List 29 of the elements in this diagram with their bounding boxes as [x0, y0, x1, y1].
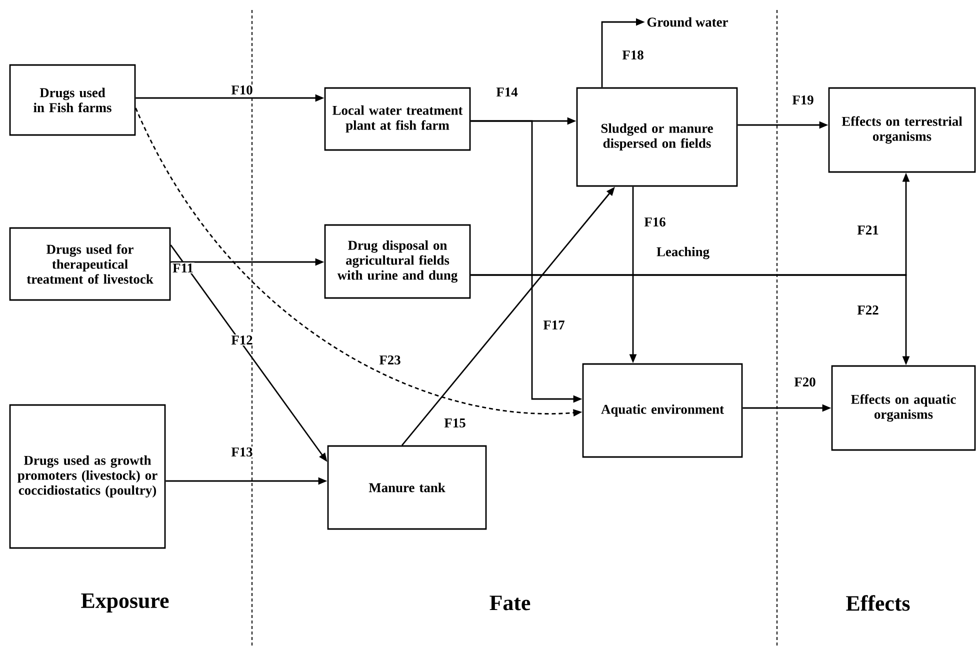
section-label: Leaching	[656, 246, 710, 260]
section-label: Fate	[490, 596, 530, 610]
edge-label: F16	[643, 216, 667, 228]
edge-label: F21	[856, 224, 880, 236]
process-box: Drugs used for therapeutical treatment of livestock	[9, 227, 171, 301]
edge-label: F11	[172, 262, 194, 274]
edge-label: F19	[791, 94, 815, 106]
edge-label: F18	[621, 49, 645, 61]
section-label: Exposure	[81, 593, 169, 612]
edge-label: F14	[495, 86, 519, 98]
process-box: Drugs used as growth promoters (livestock) or coccidiostatics (poultry)	[9, 404, 166, 549]
edge-label: F12	[230, 334, 254, 346]
edge-label: F10	[230, 84, 254, 96]
edge-label: F15	[443, 418, 467, 428]
process-box: Drug disposal on agricultural fields with urine and dung	[324, 224, 471, 299]
process-box: Local water treatment plant at fish farm	[324, 87, 471, 151]
process-box: Manure tank	[327, 445, 487, 530]
edge-label: F20	[793, 376, 817, 388]
process-box: Drugs used in Fish farms	[9, 64, 136, 136]
edge-label: F23	[378, 354, 402, 366]
process-box: Sludged or manure dispersed on fields	[576, 87, 738, 187]
edge-label: F22	[856, 304, 880, 316]
edge-label: F17	[542, 320, 566, 330]
node-text: Ground water	[647, 17, 728, 27]
process-box: Effects on aquatic organisms	[831, 365, 976, 451]
section-label: Effects	[846, 595, 910, 611]
process-box: Effects on terrestrial organisms	[828, 87, 976, 173]
process-box: Aquatic environment	[582, 363, 743, 458]
edge-label: F13	[230, 446, 254, 458]
